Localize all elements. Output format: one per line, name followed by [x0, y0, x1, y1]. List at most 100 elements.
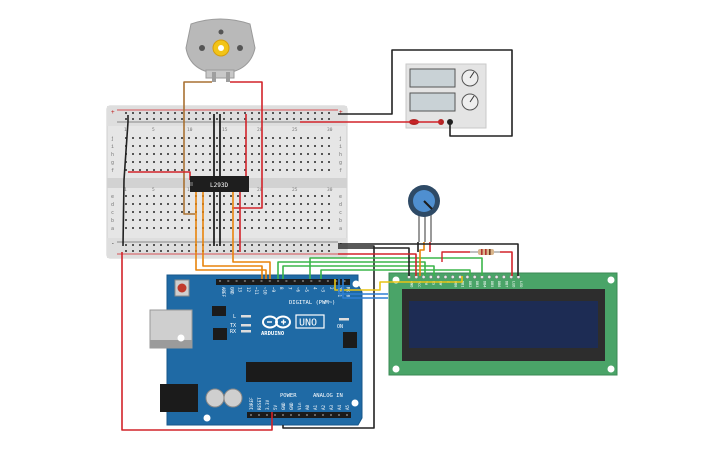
motor-terminal-1[interactable]	[212, 72, 216, 82]
power-pin-label: A3	[329, 404, 334, 410]
digital-pin-label: ~9	[271, 287, 276, 293]
l-led-label: L	[233, 314, 236, 320]
wire-lcd-e[interactable]	[282, 265, 435, 279]
lcd-pin-label: DB7	[504, 281, 508, 287]
digital-pin-label: 13	[238, 287, 243, 293]
wire-lcd-rs[interactable]	[277, 261, 426, 279]
capacitor-2	[223, 388, 243, 408]
digital-pin-label: 8	[279, 287, 284, 290]
motor-screw-left	[199, 45, 205, 51]
mount-hole-br	[351, 399, 359, 407]
row-letter-i: i	[111, 144, 114, 150]
wire-lcd-db4[interactable]	[309, 257, 483, 279]
wire-lcd-db7[interactable]	[338, 279, 388, 295]
motor-screw-right	[237, 45, 243, 51]
current-display	[409, 92, 456, 112]
digital-pin-label: GND	[229, 287, 234, 295]
column-number-25: 25	[292, 187, 298, 193]
digital-pin-label: 2	[329, 287, 334, 290]
row-letter-f: f	[111, 168, 114, 174]
wire-lcd-db6[interactable]	[334, 276, 463, 291]
power-pin-label: IOREF	[249, 397, 254, 410]
lcd-pin-label: RS	[431, 281, 435, 285]
row-letter-d: d	[111, 202, 114, 208]
wire-supply-negative[interactable]	[338, 49, 513, 137]
row-letter-f: f	[339, 168, 342, 174]
lcd-pin-label: LED	[519, 281, 523, 287]
dc-power-supply[interactable]	[405, 63, 487, 129]
power-pin-label: RESET	[257, 397, 262, 410]
motor-terminal-2[interactable]	[226, 72, 230, 82]
potentiometer[interactable]	[408, 185, 440, 242]
resistor[interactable]	[470, 249, 500, 255]
row-letter-j: j	[339, 136, 342, 142]
row-letter-b: b	[339, 218, 342, 224]
digital-pin-label: ~5	[304, 287, 309, 293]
power-jack[interactable]	[160, 384, 198, 412]
wire-l293d-enable[interactable]	[232, 192, 271, 279]
row-letter-h: h	[111, 152, 114, 158]
wire-motor-brown[interactable]	[183, 81, 212, 215]
digital-pin-label: ~10	[263, 287, 268, 295]
digital-header	[216, 279, 350, 285]
wire-rail-ground-link[interactable]	[122, 115, 129, 247]
lcd-pin-label: DB5	[490, 281, 494, 287]
power-pin-label: Vin	[297, 402, 302, 410]
icsp-header	[343, 332, 357, 348]
uno-model-label: UNO	[299, 318, 317, 329]
digital-pin-label: 7	[287, 287, 292, 290]
wire-l293d-in-orange-1[interactable]	[202, 192, 263, 279]
power-pin-label: A1	[313, 404, 318, 410]
column-number-5: 5	[152, 127, 155, 133]
wire-pot-wiper[interactable]	[419, 242, 425, 276]
wire-led-cathode[interactable]	[338, 243, 519, 276]
digital-pin-label: 12	[246, 287, 251, 293]
wires	[121, 49, 519, 431]
column-numbers: 115510101515202025253030	[124, 127, 333, 193]
wire-motor-red[interactable]	[230, 81, 263, 209]
column-number-10: 10	[187, 187, 193, 193]
wire-lcd-db5[interactable]	[320, 269, 471, 279]
wire-lcd-gnd[interactable]	[338, 247, 410, 276]
column-number-25: 25	[292, 127, 298, 133]
motor-screw-top	[218, 29, 224, 35]
tx-led-label: TX	[230, 323, 236, 329]
row-letter-c: c	[111, 210, 114, 216]
column-number-1: 1	[124, 187, 127, 193]
lcd-pin-label: DB3	[475, 281, 479, 287]
lcd-pin-label: V0	[424, 281, 428, 285]
power-pin-label: GND	[289, 402, 294, 410]
dc-motor[interactable]	[185, 18, 256, 82]
column-number-30: 30	[327, 127, 333, 133]
arduino-uno[interactable]: L TX RX ON ARDUINO UNO DIGITAL (PWM~) PO…	[149, 274, 363, 426]
column-number-20: 20	[257, 187, 263, 193]
lcd-pin-label: GND	[410, 281, 414, 287]
mount-hole-bl	[203, 414, 211, 422]
l293d-motor-driver[interactable]: L293D	[190, 176, 249, 192]
row-letter-b: b	[111, 218, 114, 224]
digital-pin-label: ~11	[254, 287, 259, 295]
power-pin-label: A2	[321, 404, 326, 410]
power-pin-label: A5	[345, 404, 350, 410]
digital-pin-label: 4	[312, 287, 317, 290]
wire-5v-to-rail[interactable]	[121, 252, 273, 431]
wire-lcd-vcc[interactable]	[338, 253, 417, 276]
lcd-pin-label: DB4	[483, 281, 487, 287]
power-pin-label: 5V	[273, 404, 278, 410]
wire-l293d-in-orange-2[interactable]	[195, 192, 267, 279]
wire-led-anode[interactable]	[500, 251, 513, 276]
icsp-small	[212, 306, 226, 316]
column-number-5: 5	[152, 187, 155, 193]
row-letter-i: i	[339, 144, 342, 150]
wire-gnd-to-rail[interactable]	[282, 245, 375, 429]
capacitor-1	[205, 388, 225, 408]
digital-pin-label: AREF	[221, 287, 226, 298]
rx-led-label: RX	[230, 329, 236, 335]
voltage-display	[409, 68, 456, 88]
analog-in-label: ANALOG IN	[313, 393, 343, 399]
power-pin-label: A4	[337, 404, 342, 410]
digital-pin-label: ~6	[296, 287, 301, 293]
